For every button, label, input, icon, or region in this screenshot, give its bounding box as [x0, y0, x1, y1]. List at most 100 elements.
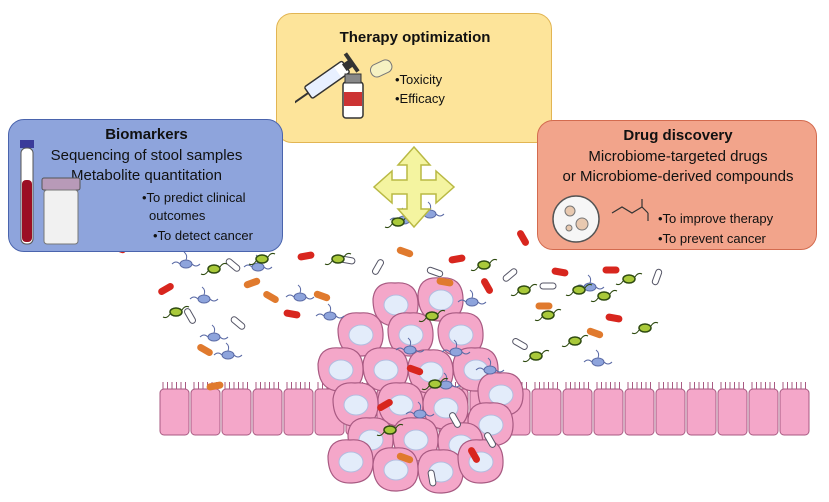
rod-bacterium: [602, 266, 620, 274]
biomarkers-line-sequencing: Sequencing of stool samples: [50, 147, 243, 164]
rod-bacterium: [313, 290, 331, 302]
blood-tube-and-container-icon: [20, 140, 81, 245]
epithelial-cell: [252, 382, 283, 436]
rod-bacterium: [297, 251, 315, 261]
biomarkers-bullet-detect: •To detect cancer: [153, 228, 253, 243]
biomarkers-bullet-predict: •To predict clinical: [142, 190, 246, 205]
epithelial-cell: [562, 382, 593, 436]
rod-bacterium: [517, 230, 529, 246]
epithelial-cell: [190, 382, 221, 436]
epithelial-cell: [686, 382, 717, 436]
therapy-title: Therapy optimization: [339, 29, 491, 46]
flagellated-bacterium: [199, 324, 229, 342]
therapy-bullet-efficacy: •Efficacy: [395, 91, 445, 106]
epithelial-cell: [779, 382, 810, 436]
rod-bacterium: [426, 266, 444, 278]
four-way-arrow-icon: [372, 145, 456, 229]
drug-discovery-panel: Drug discovery Microbiome-targeted drugs…: [537, 120, 817, 250]
drug-line-derived: or Microbiome-derived compounds: [562, 168, 794, 185]
flagellated-bacterium: [171, 251, 201, 269]
flagellated-bacterium: [395, 337, 425, 355]
epithelial-cell: [283, 382, 314, 436]
rod-bacterium: [551, 267, 569, 277]
flagellated-bacterium: [315, 303, 345, 321]
biomarkers-title: Biomarkers: [105, 126, 188, 143]
biomarkers-panel: Biomarkers Sequencing of stool samples M…: [8, 119, 283, 252]
spiral-bacterium: [631, 321, 659, 335]
epithelial-cell: [655, 382, 686, 436]
rod-bacterium: [396, 452, 414, 464]
tumor-cell: [327, 439, 374, 484]
rod-bacterium: [586, 327, 604, 339]
rod-bacterium: [406, 364, 424, 376]
rod-bacterium: [502, 268, 518, 282]
drug-bullet-improve: •To improve therapy: [658, 211, 774, 226]
drug-bullet-prevent: •To prevent cancer: [658, 231, 766, 246]
spiral-bacterium: [421, 377, 449, 391]
rod-bacterium: [651, 268, 663, 286]
rod-bacterium: [283, 309, 301, 319]
rod-bacterium: [468, 447, 480, 463]
petri-dish-and-molecule-icon: [552, 195, 649, 243]
rod-bacterium: [449, 412, 461, 428]
rod-bacterium: [448, 254, 466, 264]
epithelial-cell: [748, 382, 779, 436]
biomarkers-line-metabolite: Metabolite quantitation: [71, 167, 222, 184]
epithelial-cell: [531, 382, 562, 436]
tumor-mass: [317, 277, 524, 494]
flagellated-bacterium: [213, 342, 243, 360]
spiral-bacterium: [324, 252, 352, 266]
spiral-bacterium: [561, 334, 589, 348]
epithelial-cell: [717, 382, 748, 436]
rod-bacterium: [184, 308, 196, 324]
flagellated-bacterium: [441, 339, 471, 357]
rod-bacterium: [484, 432, 496, 448]
spiral-bacterium: [384, 215, 412, 229]
rod-bacterium: [243, 277, 261, 289]
spiral-bacterium: [510, 283, 538, 297]
epithelial-cell: [221, 382, 252, 436]
spiral-bacterium: [248, 252, 276, 266]
rod-bacterium: [230, 316, 246, 330]
flagellated-bacterium: [583, 349, 613, 367]
tumor-cell: [377, 382, 424, 427]
rod-bacterium: [377, 399, 393, 411]
spiral-bacterium: [376, 423, 404, 437]
rod-bacterium: [396, 246, 414, 258]
rod-bacterium: [539, 282, 557, 290]
bacteria-cloud: [109, 201, 663, 487]
rod-bacterium: [197, 344, 213, 356]
drug-title: Drug discovery: [623, 127, 733, 144]
tumor-cell: [387, 312, 434, 357]
tumor-cell: [437, 312, 484, 357]
tumor-cell: [337, 312, 384, 357]
rod-bacterium: [481, 278, 493, 294]
biomarkers-bullet-outcomes: outcomes: [149, 208, 206, 223]
spiral-bacterium: [162, 305, 190, 319]
spiral-bacterium: [615, 272, 643, 286]
rod-bacterium: [225, 258, 241, 272]
rod-bacterium: [605, 313, 623, 323]
spiral-bacterium: [522, 349, 550, 363]
tumor-cell: [417, 449, 464, 494]
flagellated-bacterium: [405, 401, 435, 419]
drug-line-targeted: Microbiome-targeted drugs: [588, 148, 768, 165]
therapy-optimization-panel: Therapy optimization •Toxicity •Efficacy: [276, 13, 552, 143]
flagellated-bacterium: [285, 284, 315, 302]
spiral-bacterium: [200, 262, 228, 276]
tumor-cell: [417, 277, 464, 322]
spiral-bacterium: [534, 308, 562, 322]
epithelial-cell: [624, 382, 655, 436]
rod-bacterium: [372, 259, 384, 275]
rod-bacterium: [263, 291, 279, 303]
spiral-bacterium: [590, 289, 618, 303]
flagellated-bacterium: [457, 289, 487, 307]
epithelial-cell: [593, 382, 624, 436]
tumor-cell: [317, 347, 364, 392]
rod-bacterium: [436, 277, 454, 287]
syringe-vial-pill-icon: [295, 52, 393, 119]
spiral-bacterium: [418, 309, 446, 323]
spiral-bacterium: [470, 258, 498, 272]
therapy-bullet-toxicity: •Toxicity: [395, 72, 443, 87]
